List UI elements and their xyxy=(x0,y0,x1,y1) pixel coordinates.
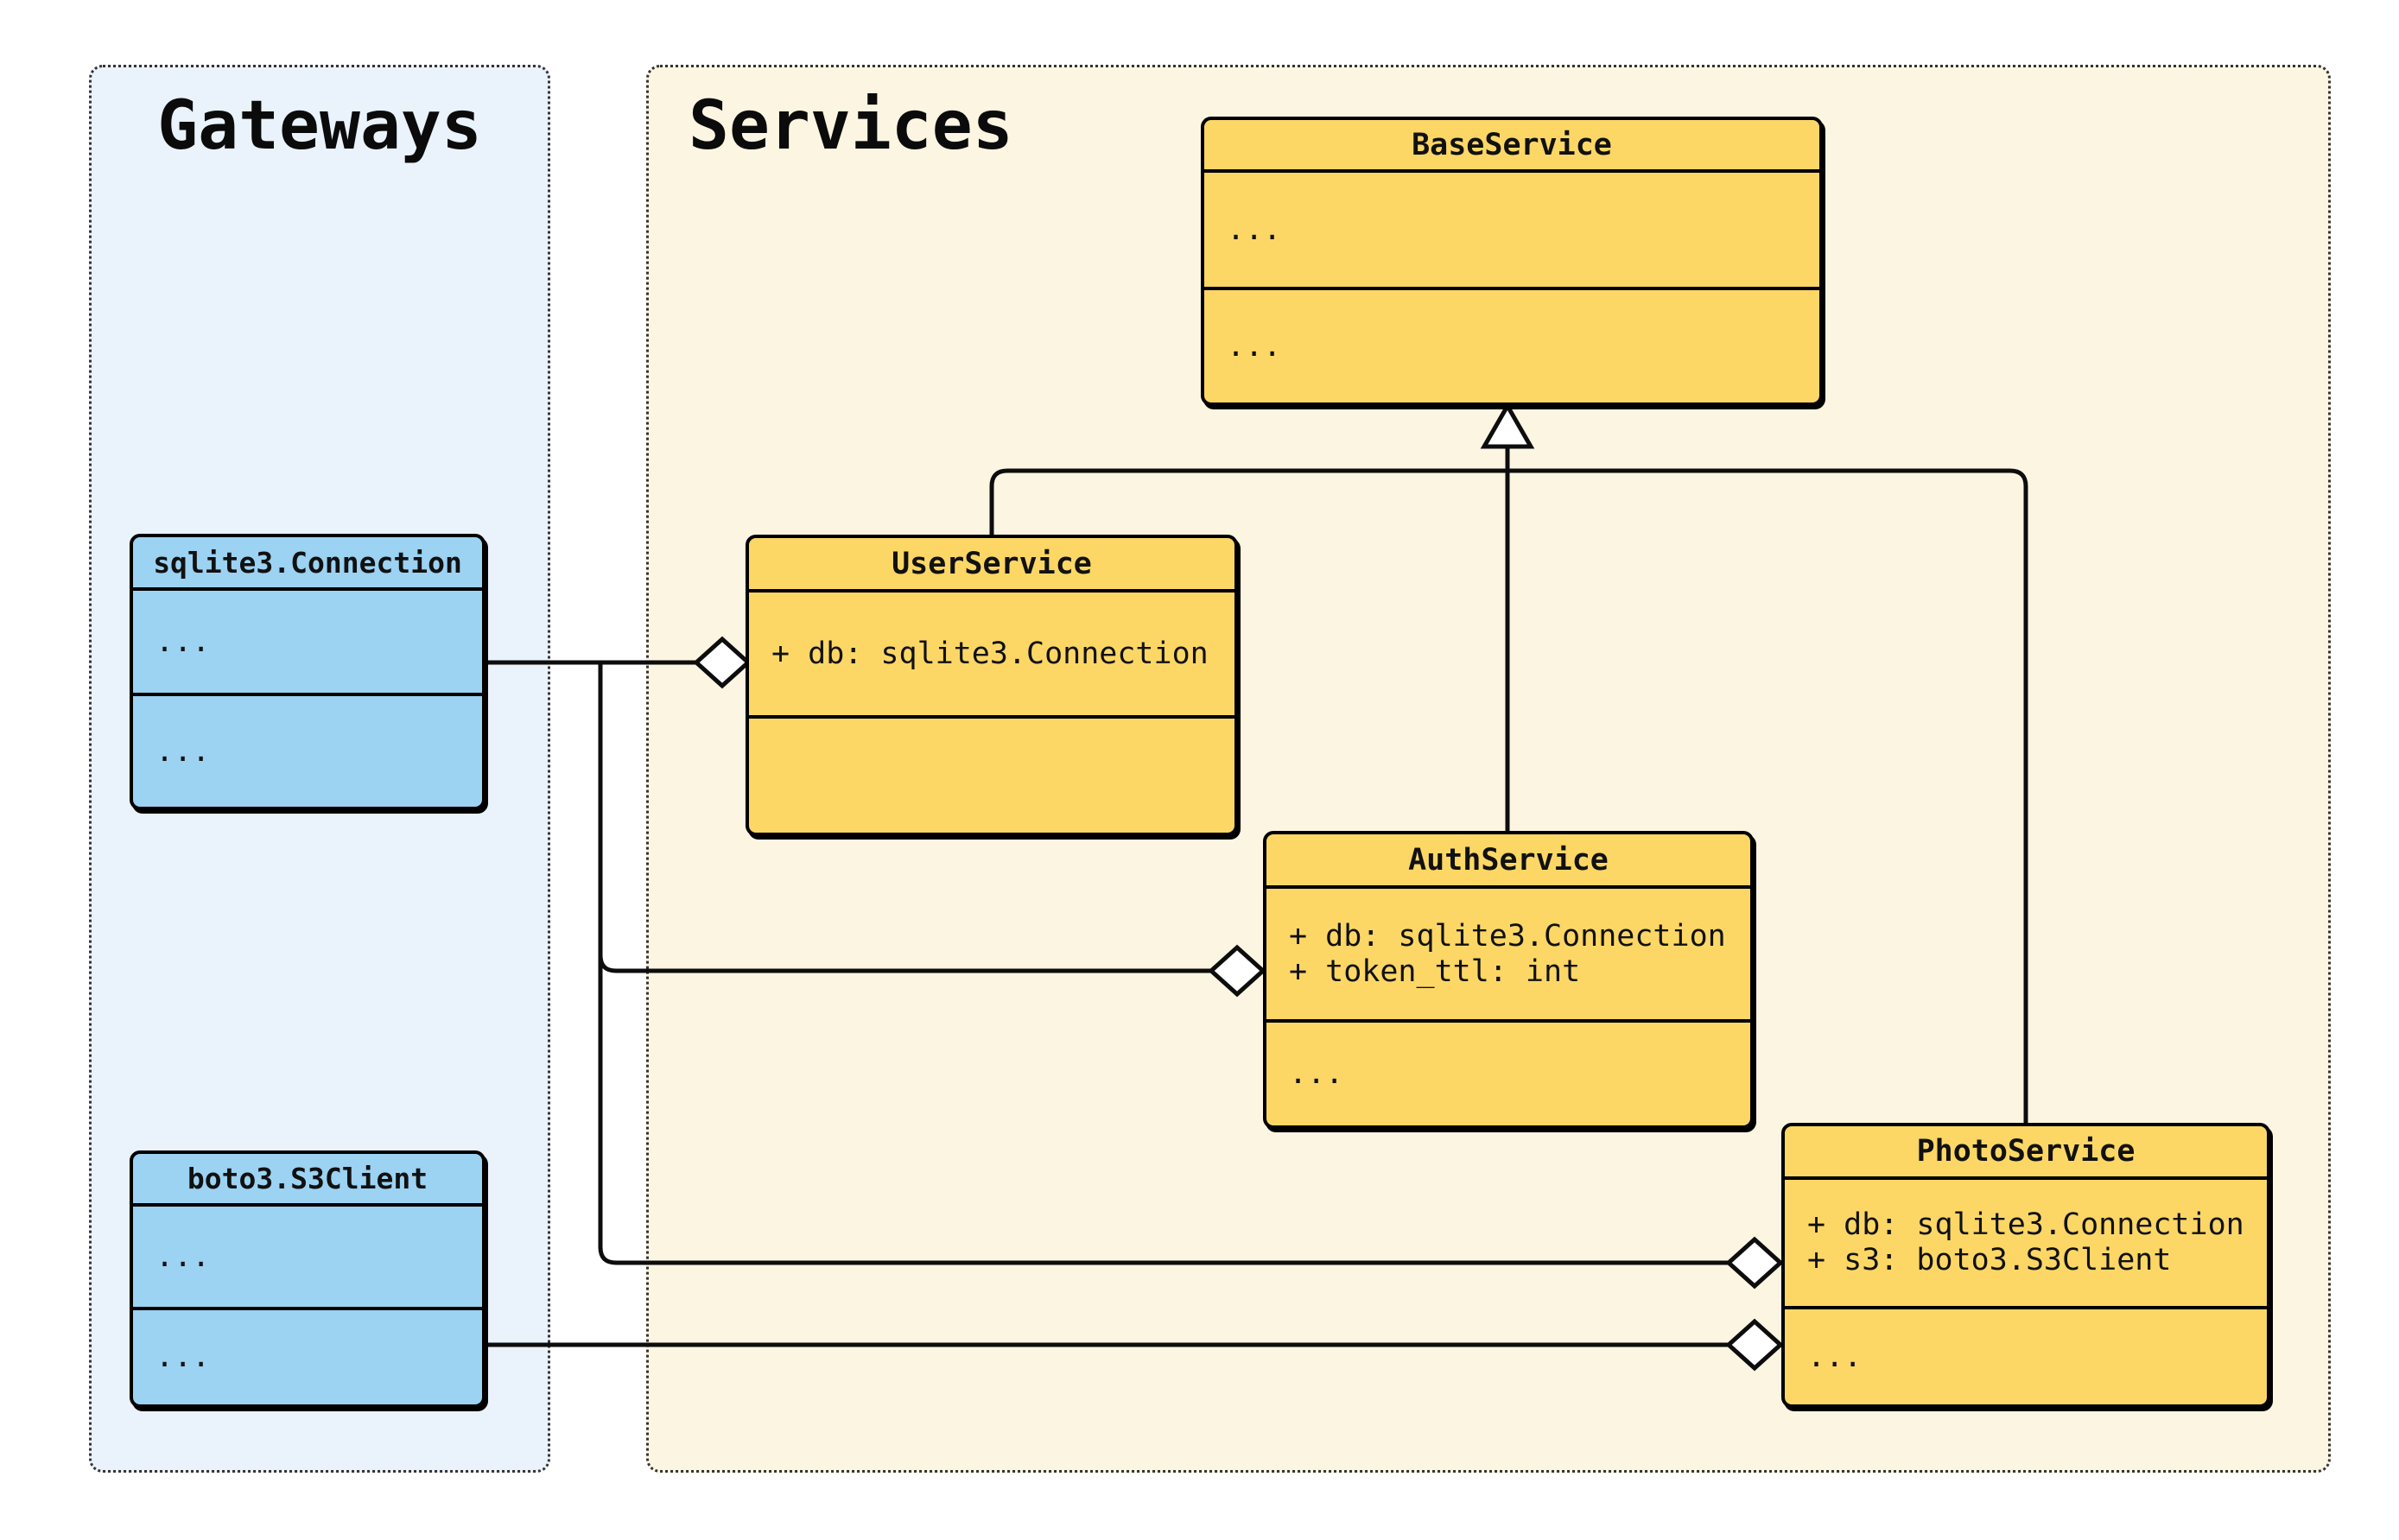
gateways-panel-title: Gateways xyxy=(157,87,482,165)
attributes-compartment: ... xyxy=(133,591,482,696)
method-line: ... xyxy=(1227,328,1282,364)
class-title: PhotoService xyxy=(1785,1126,2267,1180)
method-line: ... xyxy=(1807,1339,1863,1374)
attributes-compartment: + db: sqlite3.Connection + token_ttl: in… xyxy=(1266,889,1750,1023)
class-title: sqlite3.Connection xyxy=(133,537,482,591)
attribute-line: + db: sqlite3.Connection xyxy=(771,636,1209,671)
methods-compartment: ... xyxy=(1785,1309,2267,1404)
method-line: ... xyxy=(1289,1056,1344,1091)
attributes-compartment: + db: sqlite3.Connection + s3: boto3.S3C… xyxy=(1785,1180,2267,1309)
attribute-line: + token_ttl: int xyxy=(1289,954,1581,989)
class-box-sqlite3-connection: sqlite3.Connection ... ... xyxy=(130,534,486,810)
services-panel-title: Services xyxy=(689,87,1013,165)
attribute-line: ... xyxy=(155,624,211,659)
attributes-compartment: ... xyxy=(1204,173,1819,290)
class-box-photoservice: PhotoService + db: sqlite3.Connection + … xyxy=(1781,1123,2270,1408)
attributes-compartment: ... xyxy=(133,1207,482,1310)
attribute-line: ... xyxy=(155,1239,211,1274)
method-line: ... xyxy=(155,733,211,769)
attribute-line: ... xyxy=(1227,212,1282,247)
class-box-baseservice: BaseService ... ... xyxy=(1201,117,1823,406)
class-title: BaseService xyxy=(1204,120,1819,173)
class-box-userservice: UserService + db: sqlite3.Connection xyxy=(746,535,1238,836)
class-title: UserService xyxy=(749,538,1234,593)
attribute-line: + db: sqlite3.Connection xyxy=(1807,1207,2244,1242)
attribute-line: + db: sqlite3.Connection xyxy=(1289,918,1726,954)
class-title: AuthService xyxy=(1266,834,1750,889)
attribute-line: + s3: boto3.S3Client xyxy=(1807,1243,2172,1277)
attributes-compartment: + db: sqlite3.Connection xyxy=(749,593,1234,719)
class-box-authservice: AuthService + db: sqlite3.Connection + t… xyxy=(1263,831,1754,1129)
methods-compartment xyxy=(749,719,1234,833)
methods-compartment: ... xyxy=(133,1310,482,1404)
class-title: boto3.S3Client xyxy=(133,1154,482,1207)
class-box-boto3-s3client: boto3.S3Client ... ... xyxy=(130,1150,486,1408)
method-line: ... xyxy=(155,1340,211,1374)
methods-compartment: ... xyxy=(133,696,482,807)
methods-compartment: ... xyxy=(1204,290,1819,402)
methods-compartment: ... xyxy=(1266,1023,1750,1125)
